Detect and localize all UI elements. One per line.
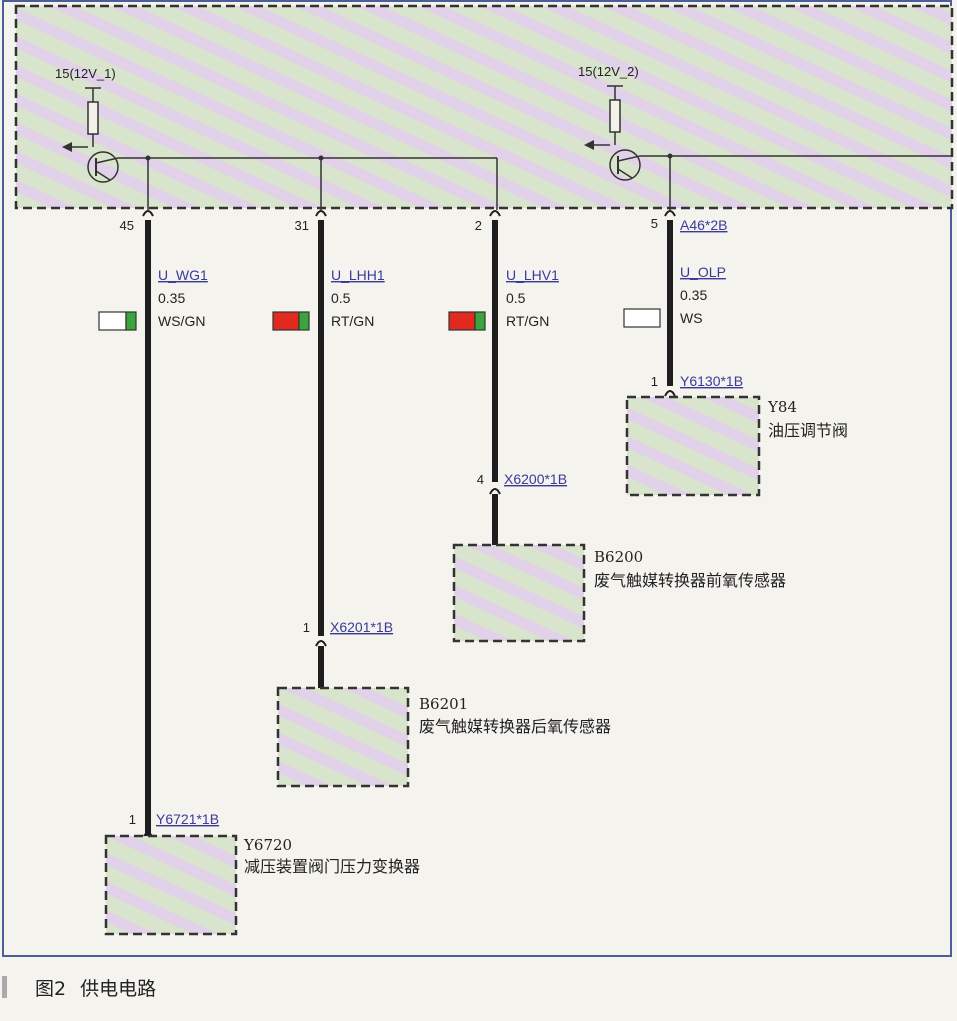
end-pin-x6201: 1 (303, 620, 310, 635)
supply-1-symbol (62, 87, 119, 183)
supply-1-label: 15(12V_1) (55, 66, 116, 81)
signal-u-olp: U_OLP (680, 264, 726, 280)
figure-caption: 图2 供电电路 (35, 974, 156, 1001)
caption-number: 图2 (35, 978, 67, 1000)
component-name-b6201: 废气触媒转换器后氧传感器 (419, 718, 611, 736)
header-connector-a46: A46*2B (680, 217, 727, 233)
size-u-olp: 0.35 (680, 287, 707, 303)
end-pin-x6200: 4 (477, 472, 484, 487)
color-u-lhh1: RT/GN (331, 313, 374, 329)
connector-y6130: Y6130*1B (680, 373, 743, 389)
end-pin-y6721: 1 (129, 812, 136, 827)
signal-u-lhv1: U_LHV1 (506, 267, 559, 283)
component-id-y84: Y84 (767, 398, 797, 416)
size-u-lhv1: 0.5 (506, 290, 526, 306)
component-id-b6201: B6201 (419, 695, 468, 713)
size-u-lhh1: 0.5 (331, 290, 351, 306)
wire-u-lhh1 (315, 210, 327, 688)
caption-marker (2, 976, 7, 998)
swatch-u-lhv1 (448, 311, 486, 331)
supply-2-symbol (584, 85, 641, 181)
supply-2-label: 15(12V_2) (578, 64, 639, 79)
component-box-y84 (625, 395, 761, 497)
color-u-olp: WS (680, 310, 703, 326)
signal-u-wg1: U_WG1 (158, 267, 208, 283)
component-id-y6720: Y6720 (243, 836, 292, 854)
component-name-y84: 油压调节阀 (768, 422, 848, 440)
component-box-b6200 (452, 543, 586, 643)
caption-title: 供电电路 (80, 978, 157, 1000)
connector-y6721: Y6721*1B (156, 811, 219, 827)
connector-x6201: X6201*1B (330, 619, 393, 635)
wire-u-wg1 (142, 210, 154, 839)
swatch-u-wg1 (98, 311, 137, 331)
pin-2: 2 (475, 218, 482, 233)
swatch-u-lhh1 (272, 311, 310, 331)
component-box-b6201 (276, 686, 410, 788)
component-id-b6200: B6200 (594, 548, 643, 566)
control-unit-box (14, 4, 954, 210)
color-u-lhv1: RT/GN (506, 313, 549, 329)
size-u-wg1: 0.35 (158, 290, 185, 306)
connector-x6200: X6200*1B (504, 471, 567, 487)
wire-u-olp (664, 210, 676, 397)
end-pin-y6130: 1 (651, 374, 658, 389)
wire-u-lhv1 (489, 210, 501, 545)
pin-5: 5 (651, 216, 658, 231)
pin-45: 45 (120, 218, 134, 233)
component-name-b6200: 废气触媒转换器前氧传感器 (594, 572, 786, 590)
component-name-y6720: 减压装置阀门压力变换器 (244, 858, 420, 876)
pin-31: 31 (295, 218, 309, 233)
signal-u-lhh1: U_LHH1 (331, 267, 385, 283)
color-u-wg1: WS/GN (158, 313, 205, 329)
diagram-frame (2, 0, 952, 957)
component-box-y6720 (104, 834, 238, 936)
swatch-u-olp (623, 308, 661, 328)
